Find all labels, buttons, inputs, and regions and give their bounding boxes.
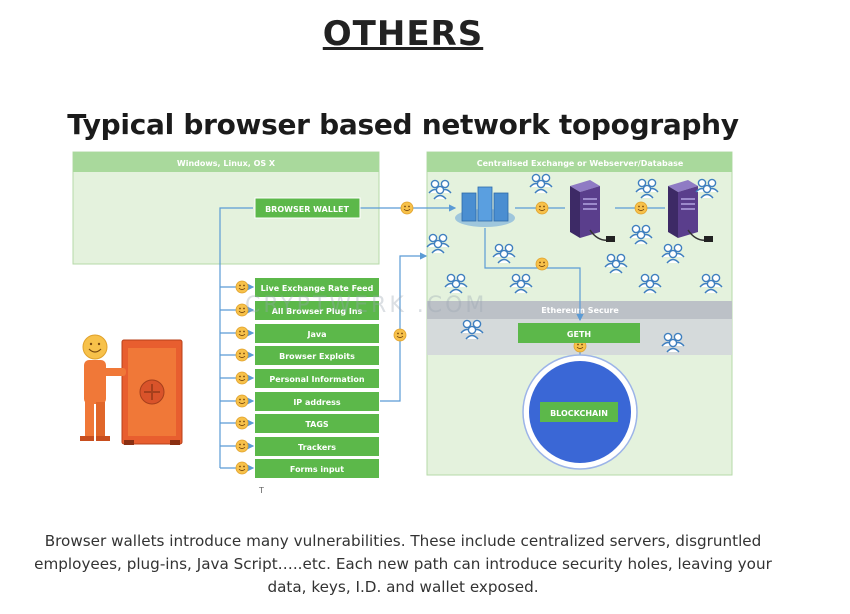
slide-caption: Browser wallets introduce many vulnerabi… <box>34 532 772 596</box>
vector-item: Trackers <box>255 437 379 456</box>
slide-subheading: Typical browser based network topography <box>67 108 739 141</box>
bottom-mark: T <box>258 486 264 495</box>
vector-item: Personal Information <box>255 369 379 388</box>
person-with-safe-icon <box>80 334 183 445</box>
vector-label: Java <box>307 330 327 339</box>
vector-list: Live Exchange Rate Feed All Browser Plug… <box>255 278 379 478</box>
vector-label: Live Exchange Rate Feed <box>261 284 374 293</box>
browser-wallet-box: BROWSER WALLET <box>254 197 361 219</box>
server-panel-label: Centralised Exchange or Webserver/Databa… <box>477 159 684 168</box>
geth-label: GETH <box>567 330 591 339</box>
vector-label: Forms input <box>290 465 344 474</box>
vector-item: Browser Exploits <box>255 346 379 365</box>
slide-heading: OTHERS <box>322 14 484 54</box>
vector-label: IP address <box>293 398 341 407</box>
vector-item: TAGS <box>255 414 379 433</box>
client-panel-label: Windows, Linux, OS X <box>177 159 276 168</box>
watermark-text: CRYPTWERK .COM <box>245 293 487 318</box>
vector-label: Browser Exploits <box>279 352 355 361</box>
vector-item: All Browser Plug Ins <box>255 301 379 320</box>
vector-item: Java <box>255 324 379 343</box>
vector-label: Trackers <box>298 443 336 452</box>
blockchain-node: BLOCKCHAIN <box>522 354 638 470</box>
blockchain-label: BLOCKCHAIN <box>550 409 608 418</box>
vector-item: IP address <box>255 392 379 411</box>
browser-wallet-label: BROWSER WALLET <box>265 205 349 214</box>
network-switch-icon <box>455 186 515 227</box>
vector-item: Live Exchange Rate Feed <box>255 278 379 297</box>
vector-label: Personal Information <box>269 375 365 384</box>
geth-box: GETH <box>518 323 640 343</box>
vector-label: TAGS <box>305 420 329 429</box>
vector-item: Forms input <box>255 459 379 478</box>
vector-label: All Browser Plug Ins <box>272 307 363 316</box>
